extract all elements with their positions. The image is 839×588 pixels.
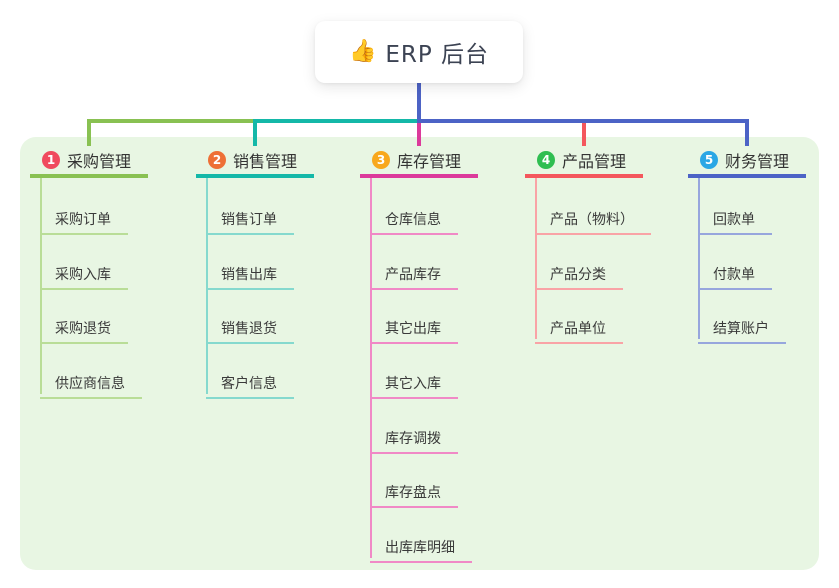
branch-number-badge: 4 — [537, 151, 555, 169]
child-label: 采购订单 — [55, 211, 111, 228]
child-node[interactable]: 销售订单 — [206, 200, 294, 235]
branch-node-2[interactable]: 2 销售管理 — [196, 146, 314, 178]
child-node[interactable]: 产品单位 — [535, 309, 623, 344]
child-node[interactable]: 采购订单 — [40, 200, 128, 235]
branch-label: 采购管理 — [67, 152, 132, 171]
branch-number-badge: 1 — [42, 151, 60, 169]
child-node[interactable]: 产品库存 — [370, 255, 458, 290]
branch-spine — [40, 178, 42, 394]
child-label: 采购入库 — [55, 266, 111, 283]
child-node[interactable]: 库存调拨 — [370, 419, 458, 454]
branch-spine — [206, 178, 208, 394]
child-node[interactable]: 付款单 — [698, 255, 772, 290]
child-label: 销售退货 — [221, 320, 277, 337]
connector-horizontal-2 — [253, 119, 421, 123]
connector-drop-3 — [417, 119, 421, 146]
child-label: 销售订单 — [221, 211, 277, 228]
branch-label: 库存管理 — [397, 152, 462, 171]
branches-panel — [20, 137, 819, 570]
child-node[interactable]: 产品（物料） — [535, 200, 651, 235]
child-label: 产品（物料） — [550, 211, 634, 228]
connector-drop-2 — [253, 119, 257, 146]
branch-spine — [698, 178, 700, 339]
child-node[interactable]: 回款单 — [698, 200, 772, 235]
branch-node-3[interactable]: 3 库存管理 — [360, 146, 478, 178]
child-label: 仓库信息 — [385, 211, 441, 228]
branch-number-badge: 5 — [700, 151, 718, 169]
connector-drop-1 — [87, 119, 91, 146]
child-node[interactable]: 采购退货 — [40, 309, 128, 344]
thumbs-up-icon: 👍 — [348, 39, 377, 64]
child-label: 回款单 — [713, 211, 755, 228]
connector-drop-5 — [745, 119, 749, 146]
child-label: 其它出库 — [385, 320, 441, 337]
child-node[interactable]: 销售退货 — [206, 309, 294, 344]
child-node[interactable]: 其它出库 — [370, 309, 458, 344]
root-label: ERP 后台 — [385, 42, 490, 68]
root-stem — [417, 83, 421, 123]
child-node[interactable]: 结算账户 — [698, 309, 786, 344]
child-label: 采购退货 — [55, 320, 111, 337]
branch-number-badge: 3 — [372, 151, 390, 169]
child-label: 产品库存 — [385, 266, 441, 283]
connector-horizontal-5 — [417, 119, 749, 123]
child-node[interactable]: 客户信息 — [206, 364, 294, 399]
child-node[interactable]: 其它入库 — [370, 364, 458, 399]
child-node[interactable]: 产品分类 — [535, 255, 623, 290]
child-node[interactable]: 出库库明细 — [370, 528, 472, 563]
branch-label: 产品管理 — [562, 152, 627, 171]
child-label: 其它入库 — [385, 375, 441, 392]
child-node[interactable]: 采购入库 — [40, 255, 128, 290]
child-node[interactable]: 仓库信息 — [370, 200, 458, 235]
branch-spine — [370, 178, 372, 558]
child-node[interactable]: 库存盘点 — [370, 473, 458, 508]
child-node[interactable]: 供应商信息 — [40, 364, 142, 399]
child-label: 出库库明细 — [385, 539, 455, 556]
branch-number-badge: 2 — [208, 151, 226, 169]
child-label: 产品分类 — [550, 266, 606, 283]
child-label: 销售出库 — [221, 266, 277, 283]
child-label: 供应商信息 — [55, 375, 125, 392]
child-label: 库存盘点 — [385, 484, 441, 501]
branch-label: 销售管理 — [233, 152, 298, 171]
child-label: 付款单 — [713, 266, 755, 283]
branch-node-1[interactable]: 1 采购管理 — [30, 146, 148, 178]
child-label: 结算账户 — [713, 320, 769, 337]
child-label: 产品单位 — [550, 320, 606, 337]
branch-node-5[interactable]: 5 财务管理 — [688, 146, 806, 178]
child-node[interactable]: 销售出库 — [206, 255, 294, 290]
branch-spine — [535, 178, 537, 339]
branch-node-4[interactable]: 4 产品管理 — [525, 146, 643, 178]
branch-label: 财务管理 — [725, 152, 790, 171]
root-node[interactable]: 👍 ERP 后台 — [315, 21, 523, 83]
child-label: 库存调拨 — [385, 430, 441, 447]
connector-drop-4 — [582, 119, 586, 146]
child-label: 客户信息 — [221, 375, 277, 392]
